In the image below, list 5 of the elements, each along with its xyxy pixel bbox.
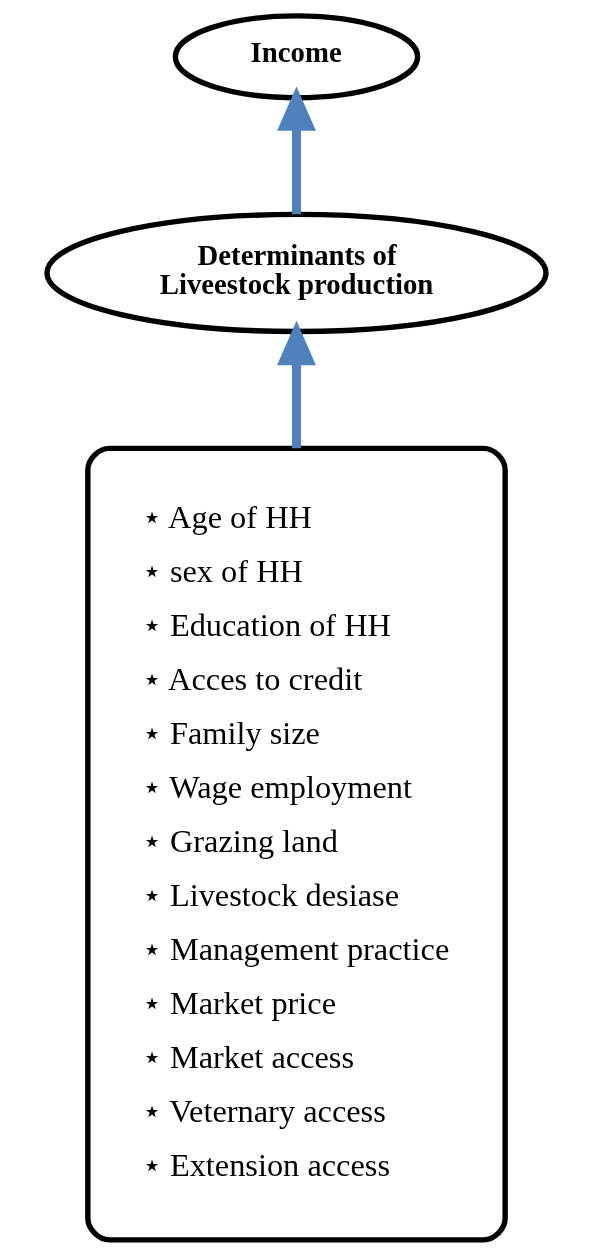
- arrow: [276, 320, 316, 449]
- node-box: ⋆ Age of HH ⋆ sex of HH ⋆ Education of HH ⋆ Acces to credit ⋆ Family size ⋆ Wage employment ⋆ Grazing land ⋆ Livestock desiase ⋆ Management practice ⋆ Market price ⋆ Market access ⋆ Veternary access ⋆ Extension access: [84, 445, 508, 1243]
- node-ellipse: Determinants of Liveestock production: [43, 211, 549, 335]
- arrow: [276, 86, 316, 215]
- node-ellipse: Income: [172, 13, 420, 101]
